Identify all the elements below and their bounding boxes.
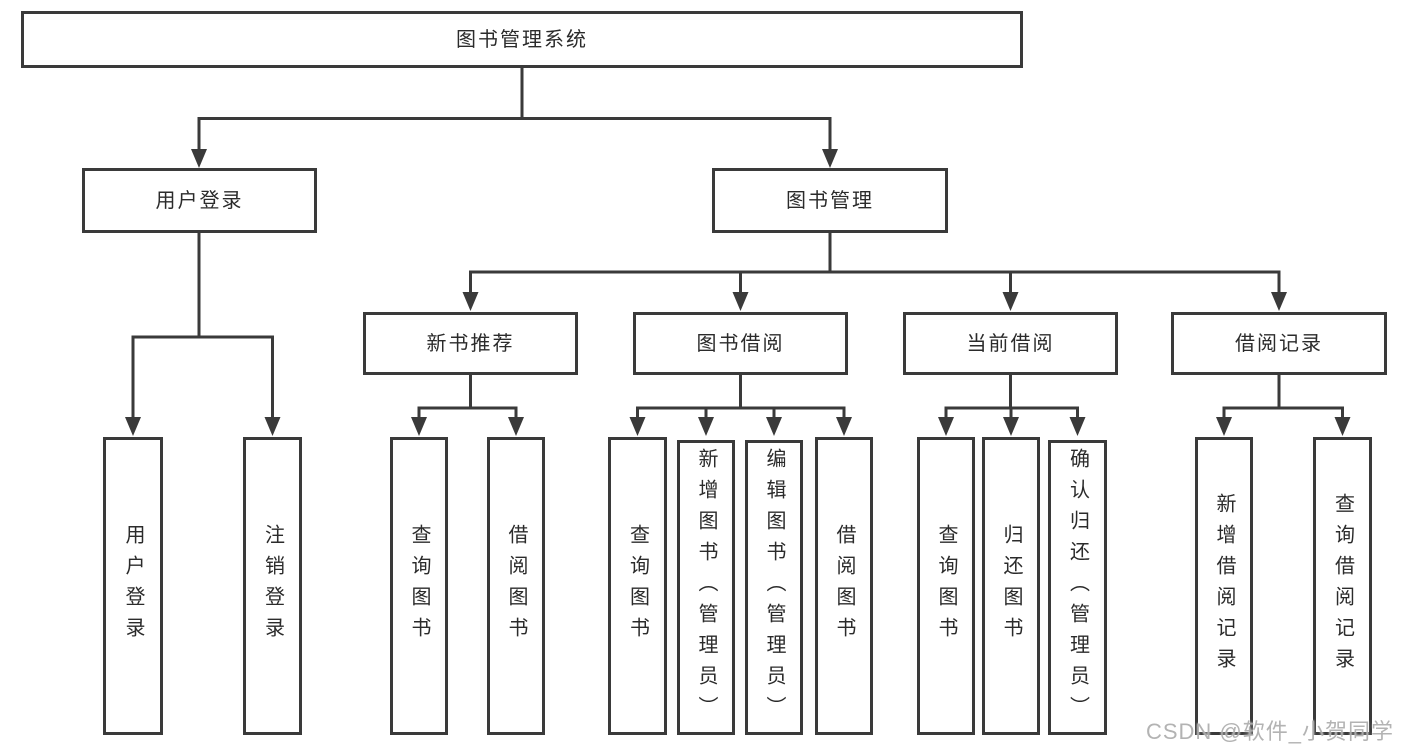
connector-current-borrow-to-leaves xyxy=(938,375,1086,436)
leaf-query-borrow-record-label: 查询借阅记录 xyxy=(1331,493,1354,679)
node-book-mgmt-label: 图书管理 xyxy=(786,189,874,212)
leaf-edit-book-admin-label: 编辑图书（管理员） xyxy=(763,448,785,727)
leaf-user-login-label: 用户登录 xyxy=(122,524,144,648)
node-book-mgmt: 图书管理 xyxy=(712,168,948,233)
leaf-user-login: 用户登录 xyxy=(103,437,163,735)
node-borrow-record-label: 借阅记录 xyxy=(1235,332,1323,355)
connector-book-borrow-to-leaves xyxy=(629,375,852,436)
connector-borrow-record-to-leaves xyxy=(1216,375,1351,436)
leaf-add-borrow-record-label: 新增借阅记录 xyxy=(1213,493,1235,679)
connector-new-book-to-leaves xyxy=(411,375,524,436)
leaf-query-book-1-label: 查询图书 xyxy=(408,524,430,648)
leaf-edit-book-admin: 编辑图书（管理员） xyxy=(745,440,803,735)
leaf-query-book-3-label: 查询图书 xyxy=(935,524,957,648)
leaf-query-book-3: 查询图书 xyxy=(917,437,975,735)
connector-user-login-to-leaves xyxy=(125,233,281,436)
csdn-watermark: CSDN @软件_小贺同学 xyxy=(1145,719,1394,744)
node-new-book-recommend-label: 新书推荐 xyxy=(426,332,515,355)
connector-root-to-level2 xyxy=(191,68,838,168)
leaf-borrow-book-1-label: 借阅图书 xyxy=(505,524,527,648)
node-current-borrow: 当前借阅 xyxy=(903,312,1118,375)
node-current-borrow-label: 当前借阅 xyxy=(966,332,1055,355)
leaf-query-book-1: 查询图书 xyxy=(390,437,448,735)
leaf-return-book: 归还图书 xyxy=(982,437,1040,735)
leaf-add-borrow-record: 新增借阅记录 xyxy=(1195,437,1253,735)
node-book-borrow-label: 图书借阅 xyxy=(696,332,785,355)
leaf-return-book-label: 归还图书 xyxy=(1000,524,1022,648)
leaf-borrow-book-2-label: 借阅图书 xyxy=(833,524,855,648)
node-root-label: 图书管理系统 xyxy=(456,28,588,51)
node-book-borrow: 图书借阅 xyxy=(633,312,848,375)
leaf-logout: 注销登录 xyxy=(243,437,302,735)
leaf-query-borrow-record: 查询借阅记录 xyxy=(1313,437,1372,735)
leaf-logout-label: 注销登录 xyxy=(261,524,284,648)
leaf-query-book-2: 查询图书 xyxy=(608,437,667,735)
leaf-add-book-admin: 新增图书（管理员） xyxy=(677,440,735,735)
node-borrow-record: 借阅记录 xyxy=(1171,312,1387,375)
leaf-add-book-admin-label: 新增图书（管理员） xyxy=(695,448,717,727)
leaf-query-book-2-label: 查询图书 xyxy=(626,524,649,648)
node-new-book-recommend: 新书推荐 xyxy=(363,312,578,375)
node-root: 图书管理系统 xyxy=(21,11,1023,68)
connector-book-mgmt-to-level3 xyxy=(462,233,1287,311)
leaf-confirm-return-admin-label: 确认归还（管理员） xyxy=(1066,448,1089,727)
node-user-login: 用户登录 xyxy=(82,168,317,233)
leaf-confirm-return-admin: 确认归还（管理员） xyxy=(1048,440,1107,735)
node-user-login-label: 用户登录 xyxy=(155,189,244,212)
leaf-borrow-book-2: 借阅图书 xyxy=(815,437,873,735)
leaf-borrow-book-1: 借阅图书 xyxy=(487,437,545,735)
